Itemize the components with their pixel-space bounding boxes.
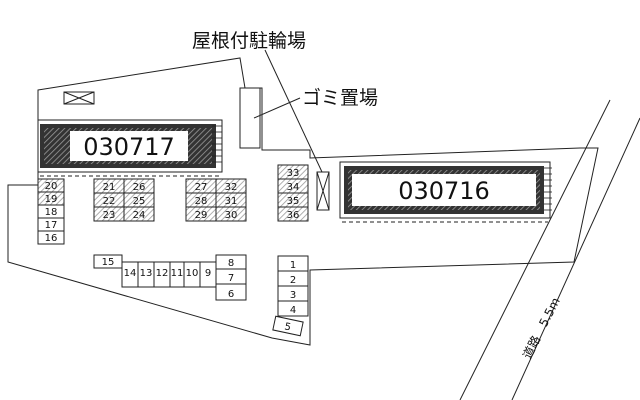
bicycle-parking-area	[239, 87, 261, 149]
parking-slot-15[interactable]: 15	[93, 254, 123, 269]
parking-slot-2[interactable]: 2	[277, 270, 309, 287]
building-030716-label: 030716	[398, 177, 490, 205]
svg-text:16: 16	[45, 233, 58, 244]
parking-slot-27[interactable]: 27	[185, 178, 217, 194]
svg-text:32: 32	[225, 182, 238, 193]
parking-slot-11[interactable]: 11	[169, 261, 185, 288]
svg-text:34: 34	[287, 182, 300, 193]
parking-slot-22[interactable]: 22	[93, 192, 125, 208]
svg-text:23: 23	[103, 210, 116, 221]
parking-slot-8[interactable]: 8	[215, 254, 247, 270]
parking-block-a: 20 19 18 17 16	[37, 178, 65, 245]
svg-text:24: 24	[133, 210, 146, 221]
parking-block-f: 1 2 3 4	[277, 255, 309, 317]
svg-text:25: 25	[133, 196, 146, 207]
parking-block-b: 21 26 22 25 23 24	[93, 178, 155, 222]
parking-slot-18[interactable]: 18	[37, 204, 65, 219]
svg-text:8: 8	[228, 258, 234, 269]
parking-slot-17[interactable]: 17	[37, 217, 65, 232]
svg-text:3: 3	[290, 290, 296, 301]
building-030716[interactable]: 030716	[339, 161, 552, 223]
svg-text:12: 12	[156, 268, 169, 279]
svg-text:9: 9	[205, 268, 211, 279]
parking-slot-25[interactable]: 25	[123, 192, 155, 208]
parking-slot-29[interactable]: 29	[185, 206, 217, 222]
svg-text:21: 21	[103, 182, 116, 193]
svg-text:17: 17	[45, 220, 58, 231]
svg-text:5: 5	[283, 321, 292, 333]
svg-text:27: 27	[195, 182, 208, 193]
parking-slot-19[interactable]: 19	[37, 191, 65, 206]
bicycle-parking-label: 屋根付駐輪場	[192, 30, 306, 52]
parking-slot-13[interactable]: 13	[137, 261, 155, 288]
svg-text:10: 10	[186, 268, 199, 279]
leader-garbage	[253, 97, 301, 119]
svg-text:35: 35	[287, 196, 300, 207]
parking-slot-9[interactable]: 9	[199, 261, 217, 288]
svg-text:18: 18	[45, 207, 58, 218]
parking-slot-3[interactable]: 3	[277, 285, 309, 302]
svg-text:4: 4	[290, 305, 296, 316]
parking-row-bottom: 15 14 13 12 11 10 9	[93, 254, 217, 288]
parking-slot-26[interactable]: 26	[123, 178, 155, 194]
parking-slot-24[interactable]: 24	[123, 206, 155, 222]
parking-slot-7[interactable]: 7	[215, 268, 247, 285]
parking-slot-10[interactable]: 10	[183, 261, 201, 288]
svg-text:20: 20	[45, 181, 58, 192]
leader-bicycle	[264, 49, 323, 173]
parking-slot-23[interactable]: 23	[93, 206, 125, 222]
building-030717-label: 030717	[83, 133, 175, 161]
building-030717[interactable]: 030717	[37, 119, 223, 177]
svg-text:6: 6	[228, 289, 234, 300]
parking-block-c: 27 32 28 31 29 30	[185, 178, 247, 222]
svg-text:14: 14	[124, 268, 137, 279]
parking-slot-21[interactable]: 21	[93, 178, 125, 194]
svg-text:26: 26	[133, 182, 146, 193]
svg-text:11: 11	[171, 268, 184, 279]
svg-text:30: 30	[225, 210, 238, 221]
parking-slot-28[interactable]: 28	[185, 192, 217, 208]
parking-slot-5[interactable]: 5	[272, 315, 304, 337]
svg-text:7: 7	[228, 273, 234, 284]
road-edge-right	[511, 117, 640, 400]
parking-slot-12[interactable]: 12	[153, 261, 171, 288]
parking-slot-20[interactable]: 20	[37, 178, 65, 193]
parking-slot-32[interactable]: 32	[215, 178, 247, 194]
garbage-area	[316, 171, 330, 211]
parking-block-e: 8 7 6	[215, 254, 247, 301]
parking-slot-6[interactable]: 6	[215, 283, 247, 301]
garbage-area-label: ゴミ置場	[302, 87, 378, 109]
parking-slot-31[interactable]: 31	[215, 192, 247, 208]
parking-slot-16[interactable]: 16	[37, 230, 65, 245]
svg-text:19: 19	[45, 194, 58, 205]
parking-slot-34[interactable]: 34	[277, 178, 309, 194]
parking-block-d: 33 34 35 36	[277, 164, 309, 222]
parking-slot-30[interactable]: 30	[215, 206, 247, 222]
small-structure	[63, 91, 95, 105]
svg-text:22: 22	[103, 196, 116, 207]
svg-text:13: 13	[140, 268, 153, 279]
svg-text:36: 36	[287, 210, 300, 221]
road-edge-left	[459, 99, 611, 400]
road-label: 道路 5.5m	[519, 295, 563, 361]
svg-text:28: 28	[195, 196, 208, 207]
parking-slot-36[interactable]: 36	[277, 206, 309, 222]
parking-slot-4[interactable]: 4	[277, 300, 309, 317]
parking-slot-14[interactable]: 14	[121, 261, 139, 288]
parking-slot-1[interactable]: 1	[277, 255, 309, 272]
parking-slot-33[interactable]: 33	[277, 164, 309, 180]
svg-text:2: 2	[290, 275, 296, 286]
svg-text:29: 29	[195, 210, 208, 221]
svg-text:15: 15	[102, 257, 115, 268]
svg-text:31: 31	[225, 196, 238, 207]
svg-text:33: 33	[287, 168, 300, 179]
parking-slot-35[interactable]: 35	[277, 192, 309, 208]
svg-text:1: 1	[290, 260, 296, 271]
